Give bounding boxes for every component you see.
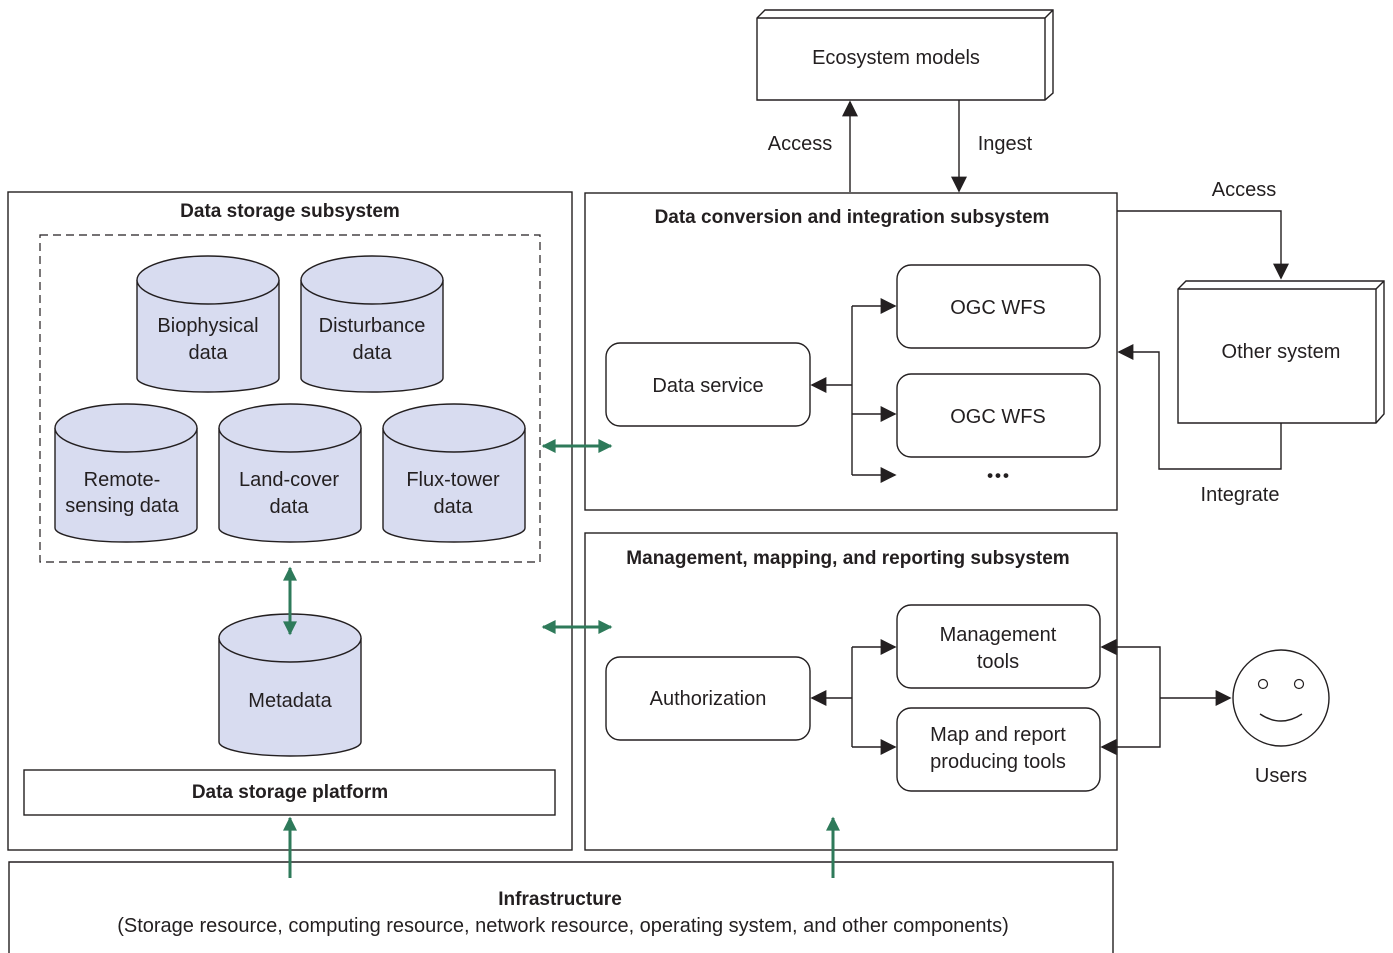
metadata-label: Metadata	[248, 690, 332, 712]
management-subsystem: Management, mapping, and reporting subsy…	[584, 532, 1118, 851]
database-land-cover: Land-cover data	[218, 403, 362, 543]
database-flux-tower: Flux-tower data	[382, 403, 526, 543]
data-conversion-subsystem: Data conversion and integration subsyste…	[584, 192, 1118, 511]
db-label-line2: data	[189, 342, 229, 364]
users-to-management-tools-arrow	[1100, 639, 1161, 698]
management-tools-box	[896, 604, 1101, 689]
data-storage-subsystem: Data storage subsystem Biophysical data …	[7, 191, 573, 851]
authorization-box	[605, 656, 811, 741]
other-system-box: Other system	[1177, 280, 1385, 424]
db-label-line1: Disturbance	[319, 315, 426, 337]
data-storage-platform-label: Data storage platform	[192, 782, 388, 803]
data-conversion-title: Data conversion and integration subsyste…	[655, 207, 1050, 228]
management-tools-line1: Management	[940, 624, 1057, 646]
more-services-ellipsis: •••	[987, 466, 1011, 485]
other-system-label: Other system	[1222, 341, 1341, 363]
infrastructure-title: Infrastructure	[498, 889, 622, 910]
database-biophysical: Biophysical data	[136, 255, 280, 393]
database-metadata: Metadata	[218, 613, 362, 757]
data-storage-title: Data storage subsystem	[180, 201, 400, 222]
ogc-wfs-label-2: OGC WFS	[950, 406, 1046, 428]
db-label-line1: Flux-tower	[406, 469, 500, 491]
ecosystem-models-box: Ecosystem models	[756, 9, 1054, 101]
db-label-line2: data	[353, 342, 393, 364]
db-label-line2: data	[434, 496, 474, 518]
users-label: Users	[1255, 765, 1307, 787]
authorization-label: Authorization	[650, 688, 767, 710]
database-disturbance: Disturbance data	[300, 255, 444, 393]
data-service-label: Data service	[652, 375, 763, 397]
infrastructure-subtitle: (Storage resource, computing resource, n…	[117, 915, 1009, 937]
ogc-wfs-box-1	[896, 264, 1101, 349]
data-service-box	[605, 342, 811, 427]
map-report-tools-line2: producing tools	[930, 751, 1066, 773]
users-to-map-tools-arrow	[1100, 698, 1161, 755]
management-tools-line2: tools	[977, 651, 1019, 673]
ogc-wfs-label-1: OGC WFS	[950, 297, 1046, 319]
map-report-tools-line1: Map and report	[930, 724, 1066, 746]
database-remote-sensing: Remote- sensing data	[54, 403, 198, 543]
db-label-line1: Biophysical	[157, 315, 258, 337]
ogc-wfs-box-2	[896, 373, 1101, 458]
db-label-line1: Remote-	[84, 469, 161, 491]
ecosystem-models-label: Ecosystem models	[812, 47, 980, 69]
access-top-label: Access	[768, 133, 832, 155]
integrate-label: Integrate	[1201, 484, 1280, 506]
db-label-line2: data	[270, 496, 310, 518]
map-report-tools-box	[896, 707, 1101, 792]
access-right-label: Access	[1212, 179, 1276, 201]
integrate-arrow	[1117, 344, 1282, 470]
infrastructure-box: Infrastructure (Storage resource, comput…	[8, 861, 1114, 953]
users-smiley-icon	[1232, 649, 1330, 747]
db-label-line2: sensing data	[65, 495, 179, 517]
data-storage-platform	[23, 769, 556, 816]
database-group-frame	[39, 234, 541, 563]
access-right-arrow	[1117, 210, 1289, 280]
ingest-label: Ingest	[978, 133, 1033, 155]
management-title: Management, mapping, and reporting subsy…	[626, 548, 1069, 569]
db-label-line1: Land-cover	[239, 469, 339, 491]
